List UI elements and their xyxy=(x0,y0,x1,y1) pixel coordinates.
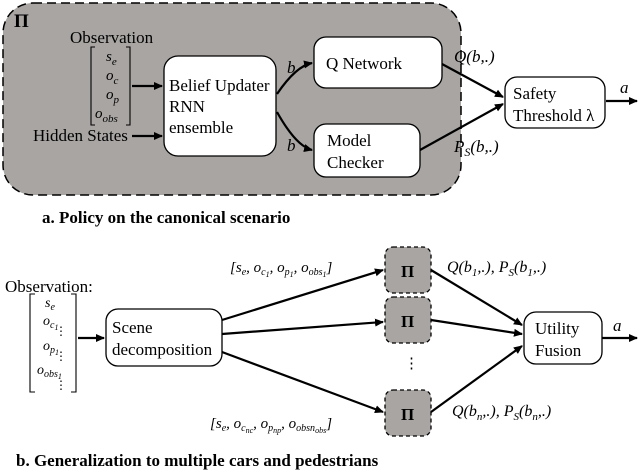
belief-updater-label: Belief Updater RNN ensemble xyxy=(169,76,274,137)
q-output-label: Q(b,.) xyxy=(454,47,495,66)
model-checker-label: Model Checker xyxy=(327,131,384,172)
observation-label: Observation xyxy=(70,28,154,47)
pi-box-bottom xyxy=(384,389,432,437)
pi-label-bottom: Π xyxy=(401,405,414,424)
scene-decomposition-box xyxy=(105,308,223,367)
bottom-input-label: [se, ocnc, opnp, oobsnobs] xyxy=(210,416,332,435)
safety-threshold-label: Safety Threshold λ xyxy=(513,84,595,125)
pi-label-top: Π xyxy=(401,262,414,281)
b-label-lower: b xyxy=(287,136,296,155)
svg-text:⋮: ⋮ xyxy=(55,378,67,392)
utility-fusion-label: Utility Fusion xyxy=(535,319,584,360)
policy-pi-label: Π xyxy=(14,11,29,32)
hidden-states-label: Hidden States xyxy=(33,126,128,145)
model-checker-box xyxy=(313,123,421,178)
caption-b: b. Generalization to multiple cars and p… xyxy=(16,451,379,470)
svg-text:⋮: ⋮ xyxy=(55,349,67,363)
belief-updater-box xyxy=(163,55,277,157)
ps-output-label: PS(b,.) xyxy=(453,137,499,159)
svg-text:op: op xyxy=(106,87,120,106)
q-network-label: Q Network xyxy=(326,54,403,73)
svg-text:oobs: oobs xyxy=(95,106,118,125)
svg-text:se: se xyxy=(45,296,55,313)
q-network-box xyxy=(313,36,443,89)
bottom-output-label: Q(bn,.), PS(bn,.) xyxy=(452,403,551,423)
svg-text:se: se xyxy=(106,49,117,68)
top-output-label: Q(b1,.), PS(b1,.) xyxy=(447,259,546,279)
scene-decomposition-label: Scene decomposition xyxy=(112,318,213,359)
action-label-a: a xyxy=(620,78,629,97)
observation-label-b: Observation: xyxy=(5,277,93,296)
top-input-label: [se, oc1, op1, oobs1] xyxy=(230,260,333,279)
caption-a: a. Policy on the canonical scenario xyxy=(42,208,290,227)
svg-text:⋮: ⋮ xyxy=(55,324,67,338)
observation-vector: se oc op oobs xyxy=(90,46,131,126)
pi-label-middle: Π xyxy=(401,312,414,331)
svg-text:oc: oc xyxy=(106,68,119,87)
pi-ellipsis: ⋮ xyxy=(404,356,419,372)
observation-vector-b: se oc1 ⋮ op1 ⋮ oobs1 ⋮ xyxy=(29,293,77,393)
safety-threshold-box xyxy=(504,76,606,129)
action-label-b: a xyxy=(613,316,622,335)
b-label-upper: b xyxy=(287,58,296,77)
